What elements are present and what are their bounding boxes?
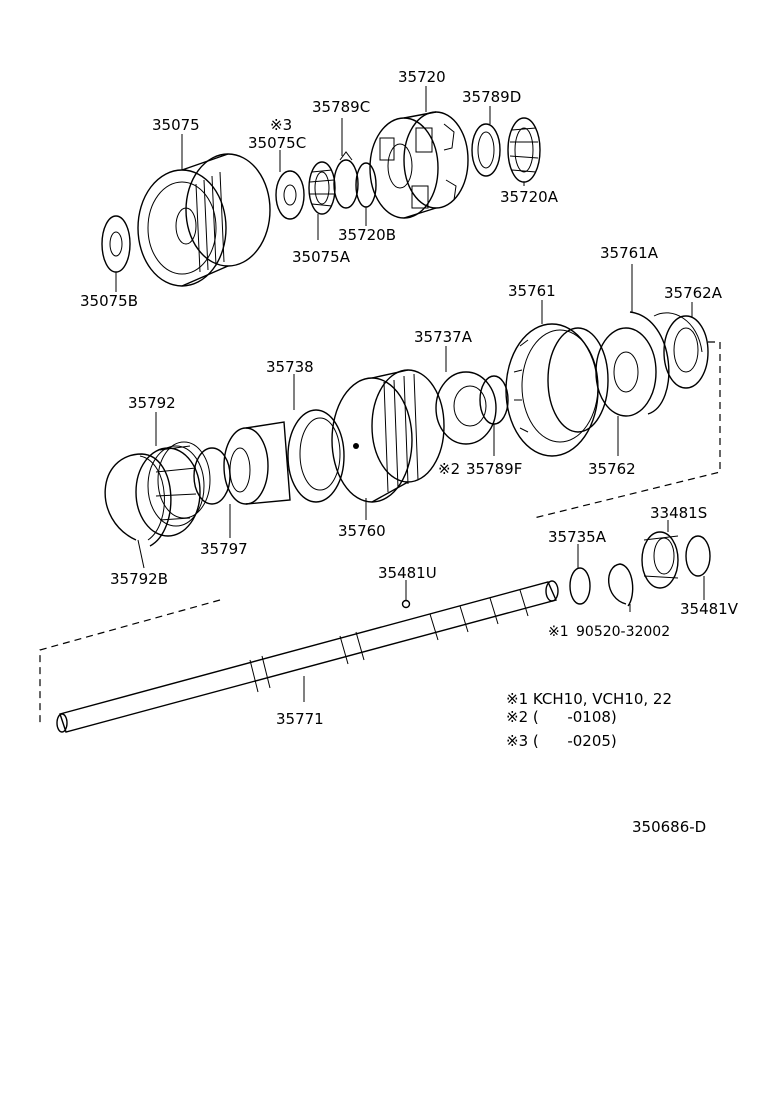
label-35720a: 35720A	[500, 188, 559, 206]
label-35789f: 35789F	[466, 460, 522, 478]
note-1: ※1 KCH10, VCH10, 22	[506, 690, 672, 708]
shaft-35771[interactable]	[56, 580, 559, 733]
note-3: ※3 ( -0205)	[506, 732, 617, 750]
label-35075a: 35075A	[292, 248, 351, 266]
label-35792b: 35792B	[110, 570, 168, 588]
label-90520-32002: 90520-32002	[576, 624, 670, 640]
race-35789d[interactable]	[471, 123, 501, 177]
disc-35762[interactable]	[595, 327, 657, 417]
label-35735a: 35735A	[548, 528, 607, 546]
label-35720b: 35720B	[338, 226, 396, 244]
drum-35075[interactable]	[137, 153, 271, 287]
note-2: ※2 ( -0108)	[506, 708, 617, 726]
label-35760: 35760	[338, 522, 386, 540]
snap-ring-35735a[interactable]	[569, 567, 591, 605]
label-35762: 35762	[588, 460, 636, 478]
label-35761a: 35761A	[600, 244, 659, 262]
snap-ring-35792b[interactable]	[104, 453, 172, 547]
label-33481s: 33481S	[650, 504, 707, 522]
clutch-pack-35792[interactable]	[135, 441, 211, 537]
carrier-35720[interactable]	[369, 111, 469, 219]
label-35737a: 35737A	[414, 328, 473, 346]
bearing-35720a[interactable]	[507, 117, 541, 183]
label-mark1: ※1	[548, 624, 569, 640]
race-35789c[interactable]	[333, 151, 359, 209]
dashed-bracket-left	[39, 599, 221, 724]
label-35075b: 35075B	[80, 292, 138, 310]
hub-35797[interactable]	[193, 421, 291, 505]
leader-35792b	[137, 539, 145, 569]
label-mark3: ※3	[270, 116, 292, 134]
washer-35075b[interactable]	[101, 215, 131, 273]
label-35789d: 35789D	[462, 88, 521, 106]
label-35789c: 35789C	[312, 98, 370, 116]
label-35075: 35075	[152, 116, 200, 134]
label-35792: 35792	[128, 394, 176, 412]
ring-35762a[interactable]	[653, 312, 709, 389]
race-35789f[interactable]	[479, 375, 509, 425]
label-35762a: 35762A	[664, 284, 723, 302]
label-mark2: ※2	[438, 460, 460, 478]
dashed-bracket-right	[533, 341, 721, 519]
bearing-35075a[interactable]	[308, 161, 336, 215]
plug-35481u[interactable]	[401, 599, 411, 609]
gear-35760[interactable]	[331, 369, 445, 503]
ring-gear-35761[interactable]	[505, 323, 609, 457]
ring-90520-32002[interactable]	[607, 563, 634, 607]
label-35771: 35771	[276, 710, 324, 728]
label-35720: 35720	[398, 68, 446, 86]
label-35481v: 35481V	[680, 600, 739, 618]
snap-ring-35761a[interactable]	[629, 311, 670, 415]
snap-ring-35720b[interactable]	[355, 162, 377, 208]
label-35761: 35761	[508, 282, 556, 300]
figure-id: 350686-D	[632, 818, 706, 836]
label-35481u: 35481U	[378, 564, 437, 582]
ring-35738[interactable]	[287, 409, 345, 503]
label-35797: 35797	[200, 540, 248, 558]
label-35738: 35738	[266, 358, 314, 376]
label-35075c: 35075C	[248, 134, 306, 152]
snap-ring-35481v[interactable]	[685, 535, 711, 577]
gear-33481s[interactable]	[641, 531, 679, 589]
washer-35737a[interactable]	[435, 371, 497, 445]
washer-35075c[interactable]	[275, 170, 305, 220]
